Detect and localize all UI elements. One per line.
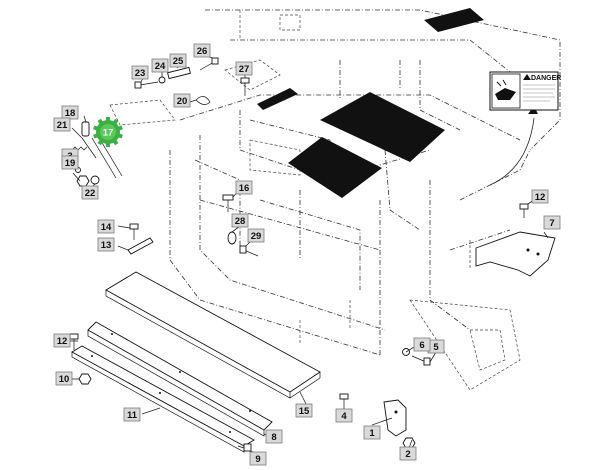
bolt-29 — [239, 245, 259, 257]
nut-2-bottom — [402, 437, 416, 449]
callout-number: 24 — [155, 61, 166, 72]
callout-number: 14 — [101, 222, 112, 233]
callout-number: 6 — [419, 340, 424, 351]
callout-number: 5 — [433, 342, 439, 353]
highlight-gear-icon — [93, 117, 123, 147]
pin-21 — [81, 137, 97, 159]
bolt-16 — [222, 194, 234, 212]
callout-15: 15 — [295, 403, 313, 418]
lower-plates — [71, 271, 321, 453]
nut-2-top — [76, 175, 90, 187]
callout-number: 27 — [239, 64, 250, 75]
callout-11: 11 — [123, 407, 141, 422]
callout-18: 18 — [61, 105, 79, 120]
callout-5: 5 — [427, 339, 445, 354]
plate-15 — [105, 271, 321, 393]
callout-number: 11 — [127, 410, 138, 421]
callout-number: 13 — [101, 240, 112, 251]
callout-number: 29 — [251, 231, 262, 242]
pin-13 — [127, 237, 154, 255]
callout-number: 18 — [65, 108, 76, 119]
callout-17: 17 — [103, 128, 114, 139]
callout-6: 6 — [413, 337, 431, 352]
plate-11 — [71, 345, 255, 447]
callout-number: 22 — [85, 188, 96, 199]
danger-decal: DANGER — [489, 71, 561, 111]
callout-13: 13 — [97, 237, 115, 252]
callout-number: 9 — [255, 454, 260, 465]
pad-small — [257, 88, 298, 110]
callout-10: 10 — [55, 371, 73, 386]
bolt-26 — [199, 57, 219, 71]
callout-25: 25 — [169, 53, 187, 68]
bolt-27 — [240, 77, 250, 96]
callout-4: 4 — [335, 408, 353, 423]
callout-number: 19 — [65, 158, 76, 169]
callout-number: 21 — [57, 120, 68, 131]
spring-3 — [71, 146, 88, 151]
callout-19: 19 — [61, 155, 79, 170]
callout-21: 21 — [53, 117, 71, 132]
callout-26: 26 — [193, 43, 211, 58]
bolt-14 — [129, 223, 139, 240]
callout-number: 7 — [549, 218, 554, 229]
callout-number: 26 — [197, 46, 208, 57]
callout-number: 28 — [235, 216, 246, 227]
callout-number: 15 — [299, 406, 310, 417]
callout-2: 2 — [399, 446, 417, 461]
spacer-25 — [167, 66, 191, 80]
pad-top-right — [424, 8, 484, 32]
callout-number: 10 — [59, 374, 70, 385]
black-pads — [257, 8, 484, 198]
callout-28: 28 — [231, 213, 249, 228]
callout-number: 12 — [535, 192, 546, 203]
callout-27: 27 — [235, 61, 253, 76]
callout-number: 8 — [271, 432, 276, 443]
callout-22: 22 — [81, 185, 99, 200]
callout-number: 20 — [177, 96, 188, 107]
callout-number: 1 — [369, 428, 375, 439]
bolt-4 — [339, 393, 349, 408]
callout-20: 20 — [173, 93, 191, 108]
callout-number: 12 — [57, 336, 68, 347]
pad-large-right — [320, 92, 445, 162]
callout-9: 9 — [249, 451, 267, 466]
decal-title: DANGER — [531, 75, 561, 82]
pad-large-left — [288, 137, 382, 198]
callout-number: 17 — [103, 128, 114, 139]
callout-8: 8 — [265, 429, 283, 444]
bolt-12-right — [519, 203, 529, 218]
bolt-9 — [237, 443, 252, 452]
callout-14: 14 — [97, 219, 115, 234]
bolt-23 — [134, 81, 159, 89]
clip-20 — [195, 96, 211, 105]
bracket-1 — [383, 399, 407, 437]
washer-28 — [227, 231, 237, 245]
callout-number: 2 — [405, 449, 410, 460]
callout-7: 7 — [543, 215, 561, 230]
callout-number: 25 — [173, 56, 184, 67]
callout-16: 16 — [235, 180, 253, 195]
callout-23: 23 — [131, 65, 149, 80]
callout-29: 29 — [247, 228, 265, 243]
callout-12: 12 — [53, 333, 71, 348]
callout-1: 1 — [363, 425, 381, 440]
nut-22 — [90, 175, 100, 185]
callout-number: 16 — [239, 183, 250, 194]
callout-24: 24 — [151, 58, 169, 73]
bolt-12-left — [69, 333, 79, 350]
nut-10 — [78, 373, 92, 385]
callout-labels: 1234567891011121213141516171819202122232… — [53, 43, 561, 466]
callout-number: 4 — [341, 411, 347, 422]
washer-24 — [158, 76, 166, 84]
plate-8 — [87, 321, 273, 431]
callout-number: 23 — [135, 68, 146, 79]
bolt-5 — [411, 355, 431, 366]
callout-12: 12 — [531, 189, 549, 204]
bracket-7 — [475, 231, 556, 277]
